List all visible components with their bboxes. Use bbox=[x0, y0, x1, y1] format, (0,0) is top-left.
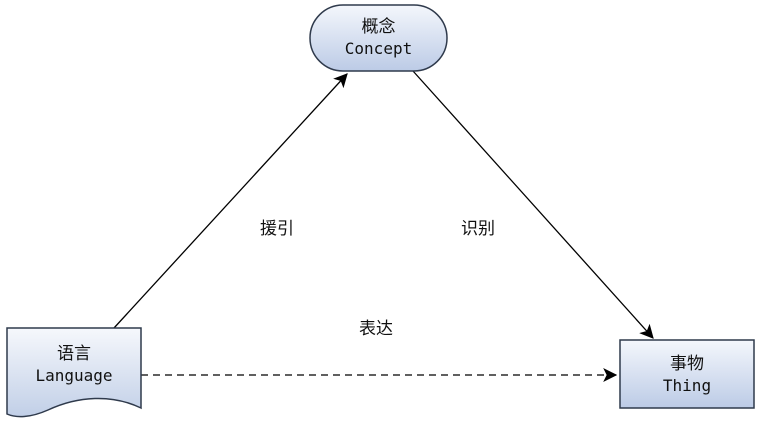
concept-label-en: Concept bbox=[344, 39, 413, 58]
language-node: 语言 Language bbox=[7, 343, 141, 387]
edge-language-to-concept bbox=[113, 73, 348, 329]
thing-node: 事物 Thing bbox=[620, 353, 754, 397]
edge-label-identify: 识别 bbox=[461, 219, 495, 239]
language-label-zh: 语言 bbox=[57, 344, 91, 364]
language-node-shape bbox=[6, 327, 142, 418]
thing-label-en: Thing bbox=[662, 376, 712, 395]
thing-node-shape bbox=[619, 339, 755, 409]
language-label-en: Language bbox=[35, 366, 113, 385]
edge-label-cite: 援引 bbox=[260, 219, 294, 239]
thing-label-zh: 事物 bbox=[670, 354, 704, 374]
concept-label-zh: 概念 bbox=[361, 17, 396, 37]
concept-node-shape bbox=[309, 4, 448, 72]
edge-concept-to-thing bbox=[412, 70, 654, 339]
concept-node: 概念 Concept bbox=[310, 16, 447, 60]
edge-label-express: 表达 bbox=[359, 319, 393, 339]
